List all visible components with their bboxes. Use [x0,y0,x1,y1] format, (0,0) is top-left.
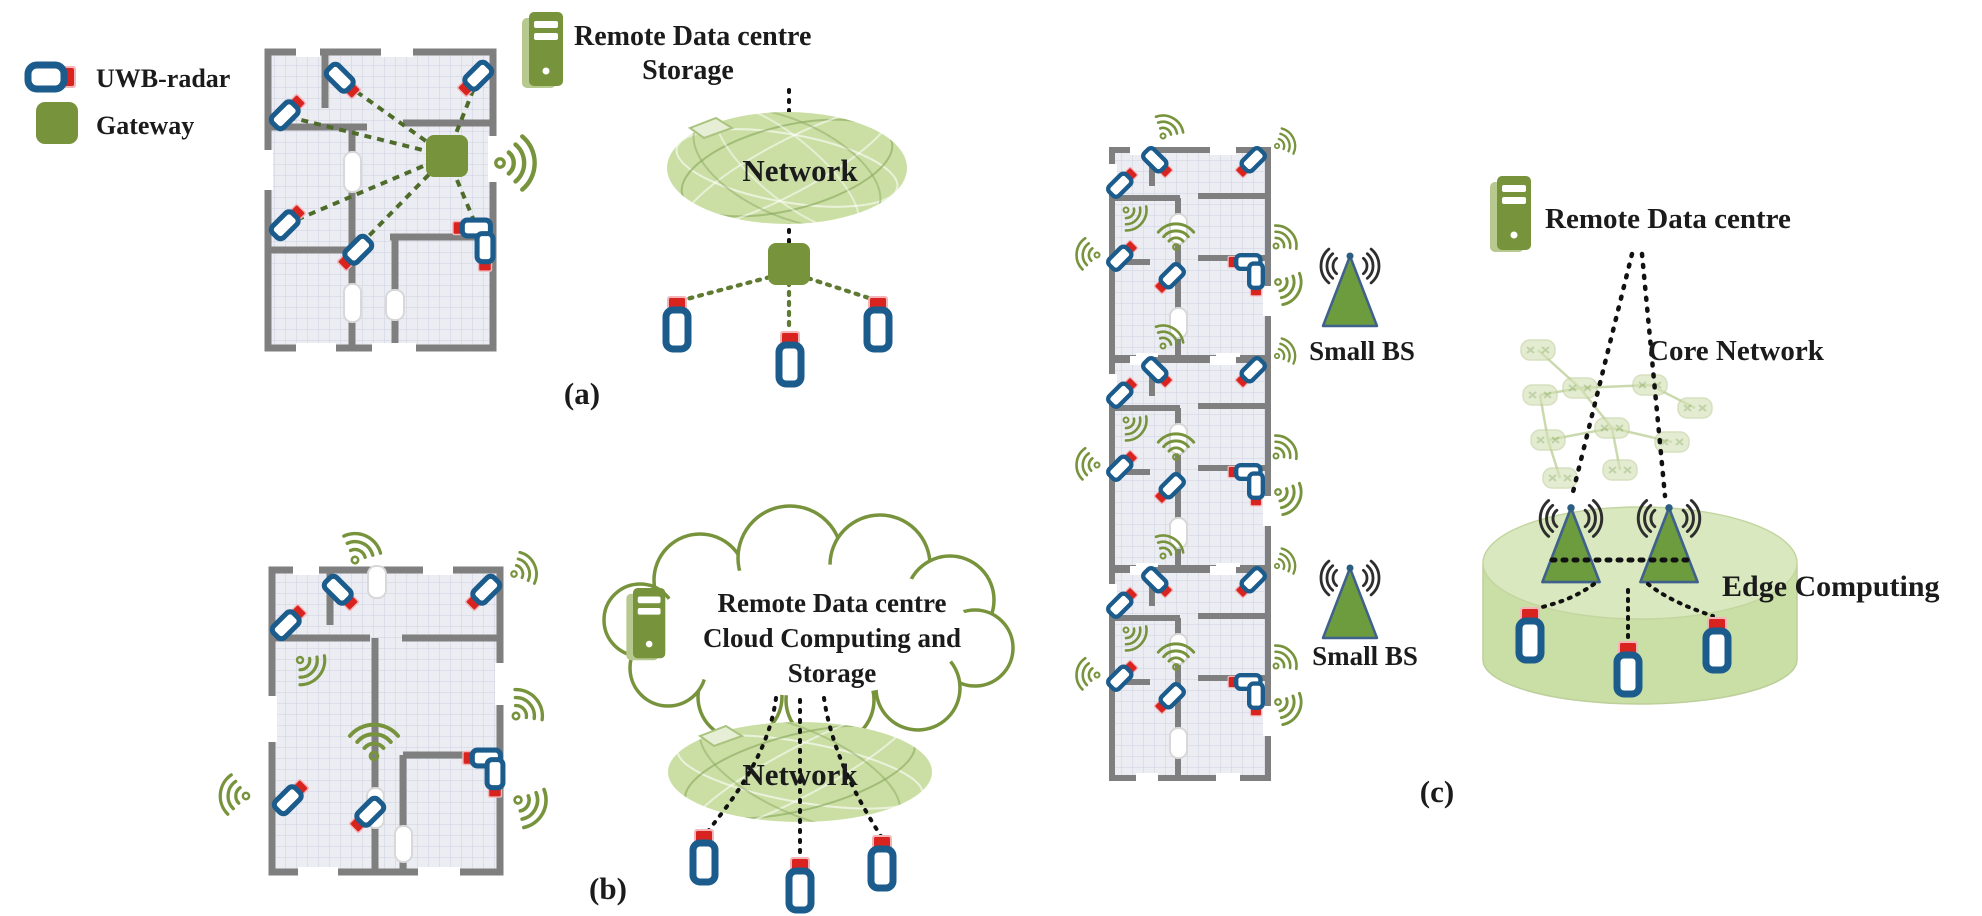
small-bs-bottom: Small BS [1312,561,1418,671]
door-gaps [263,47,498,353]
server-icon [1490,176,1531,252]
floor-unit [1075,320,1306,572]
datacentre-label-line1: Remote Data centre [574,21,811,52]
panel-a-floorplan [263,47,535,353]
uwb-radar-icon [779,331,801,384]
panel-b-caption: (b) [589,871,627,906]
uwb-radar-icon [1706,617,1728,670]
server-icon [626,588,666,661]
cloud-fill [650,564,970,696]
datacentre-links [1569,251,1668,499]
panel-c-backend: Remote Data centre Core Network [1482,176,1940,705]
laptop-icon [697,724,745,748]
door-gaps [267,565,505,877]
small-bs-icon [1321,561,1379,638]
panel-a-backend: Remote Data centre Storage Network (a) [522,12,907,411]
floor-unit [1075,530,1306,782]
server-icon [522,12,563,88]
datacentre-label-line2: Storage [642,55,734,86]
small-bs-top: Small BS [1309,249,1415,366]
gateway-icon [768,243,810,285]
edge-radar-links [1536,582,1715,644]
floor-unit [1075,110,1306,362]
core-network-label: Core Network [1648,335,1825,367]
cloud-label-line3: Storage [788,658,876,688]
panel-b-backend: Remote Data centre Cloud Computing and S… [589,504,1015,910]
network-label: Network [742,757,858,792]
datacentre-label: Remote Data centre [1545,203,1791,235]
cloud-label-line2: Cloud Computing and [703,623,961,653]
uwb-radar-icon [693,829,715,882]
panel-b-floorplan [216,525,555,877]
wifi-signal-icon [496,136,535,189]
gateway-icon [426,135,468,177]
network-cloud [667,112,907,224]
laptop-icon [687,116,735,140]
cloud-radar-links [704,696,884,860]
wifi-signal-icon [216,772,253,818]
small-bs-icon [1321,249,1379,326]
legend-uwb-radar-label: UWB-radar [96,64,230,93]
network-label: Network [742,153,858,188]
legend: UWB-radar Gateway [24,61,230,144]
uwb-radar-icon [871,835,893,888]
uwb-radar-icon [789,857,811,910]
gateway-icon [36,102,78,144]
uwb-radar-icon [477,234,493,272]
core-network-mesh [1520,339,1713,489]
panel-c-building [1075,110,1306,782]
uwb-radar-icon [1617,641,1639,694]
uwb-radar-icon [1519,607,1541,660]
wifi-signal-icon [498,681,551,735]
legend-gateway-label: Gateway [96,111,194,140]
small-bs-label: Small BS [1312,641,1418,671]
uwb-radar-icon [867,296,889,349]
cloud-label-line1: Remote Data centre [718,588,947,618]
uwb-radar-icon [666,296,688,349]
panel-c-caption: (c) [1420,774,1454,809]
wifi-signal-icon [503,777,555,834]
uwb-radar-icon [487,760,503,798]
wifi-signal-icon [333,525,387,574]
edge-computing-label: Edge Computing [1722,570,1940,603]
wifi-signal-icon [502,547,544,593]
uwb-radar-icon [24,61,76,93]
panel-a-caption: (a) [564,376,600,411]
small-bs-label: Small BS [1309,336,1415,366]
